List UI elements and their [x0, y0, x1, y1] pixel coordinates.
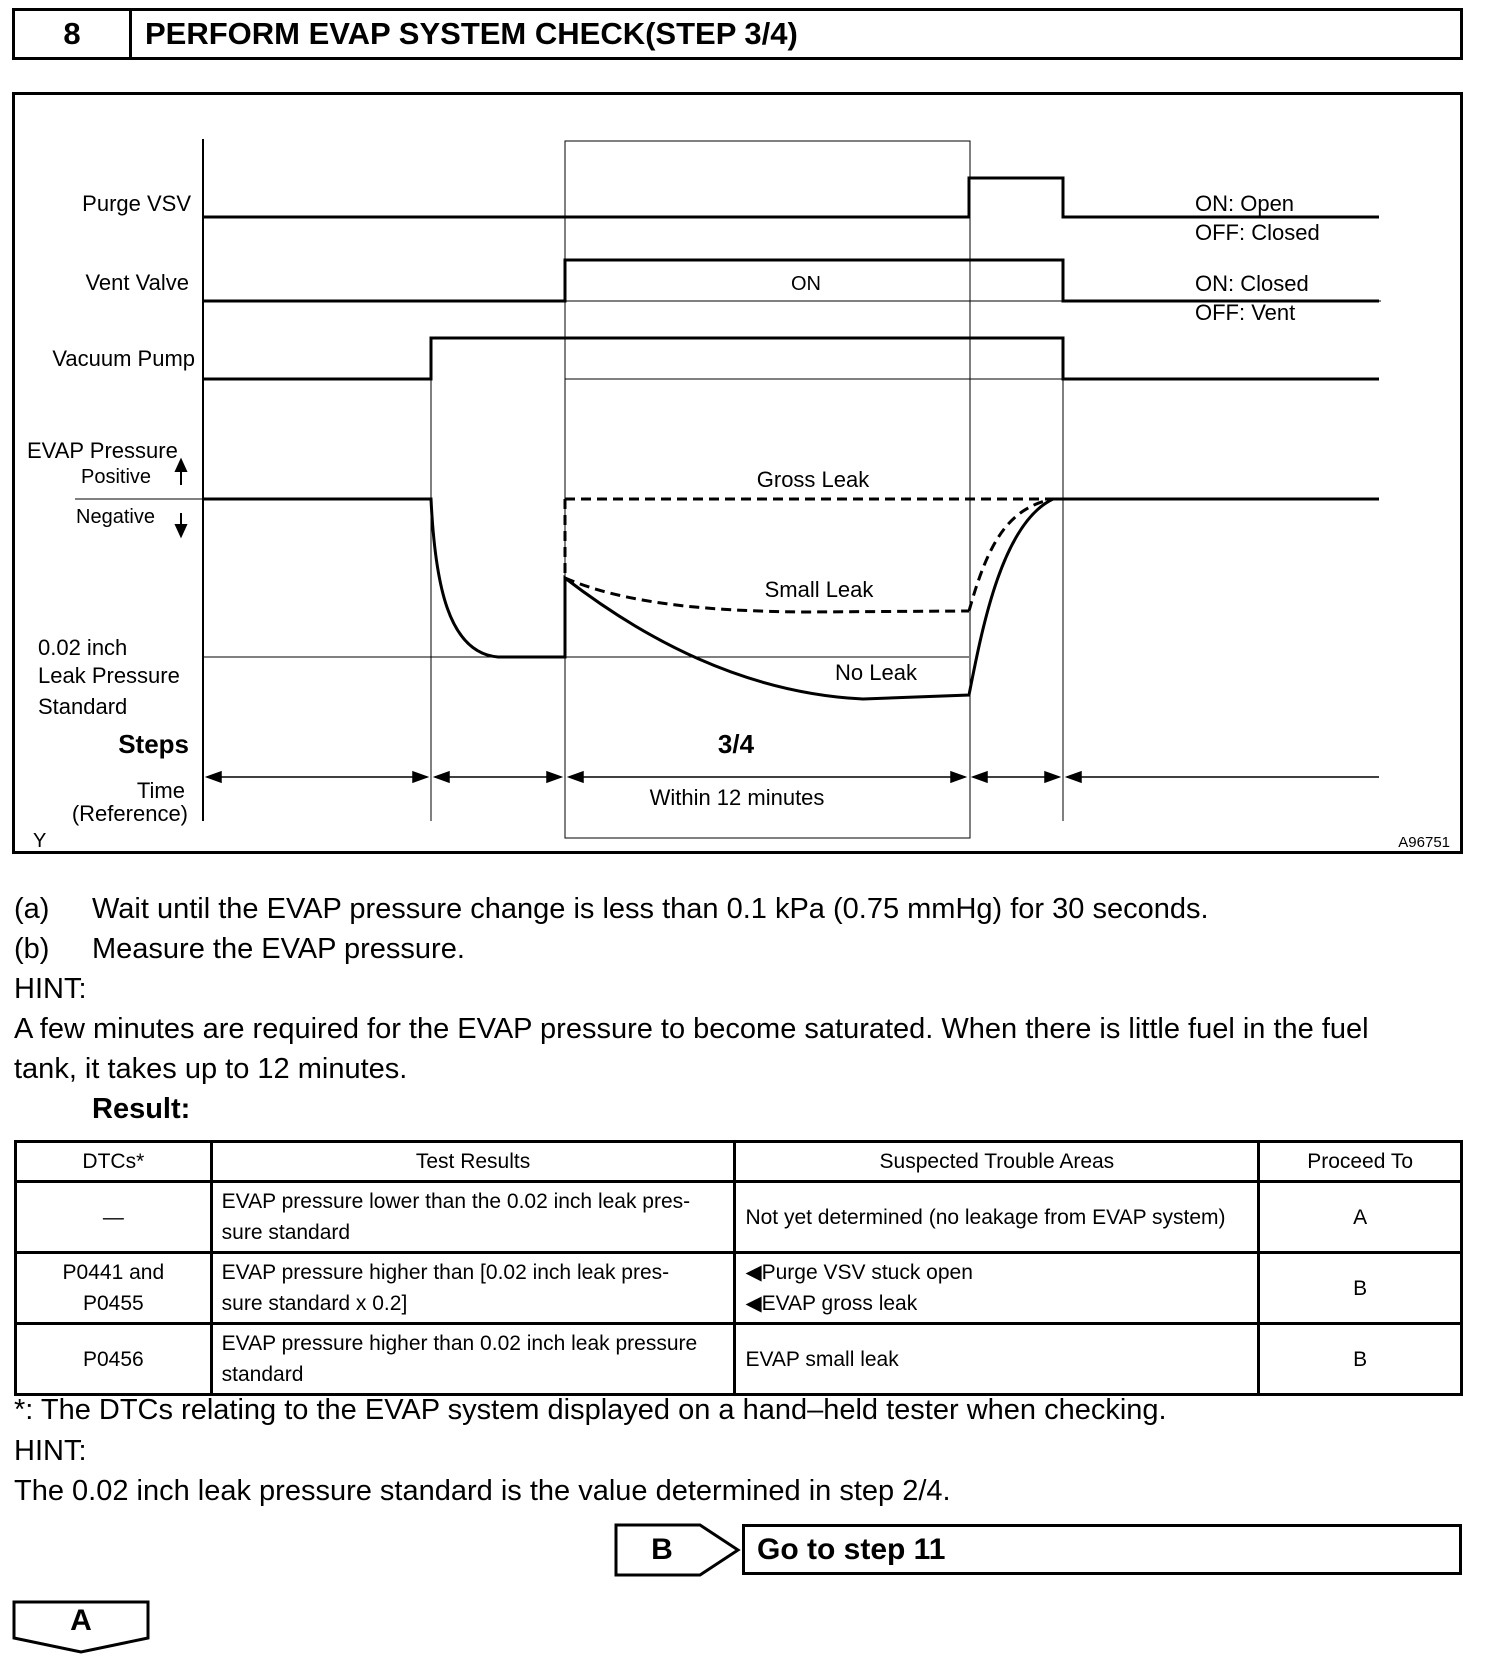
- negative-label: Negative: [76, 506, 155, 528]
- proceed-cell: A: [1257, 1180, 1463, 1254]
- step-header: 8 PERFORM EVAP SYSTEM CHECK(STEP 3/4): [12, 8, 1463, 60]
- leak-standard-label-2: Leak Pressure: [38, 663, 180, 688]
- goto-step-text: Go to step 11: [757, 1532, 946, 1566]
- step-number: 8: [15, 11, 132, 57]
- dtc-text: P0455: [82, 1292, 144, 1315]
- test-line: EVAP pressure higher than 0.02 inch leak…: [221, 1332, 698, 1355]
- duration-label: Within 12 minutes: [650, 785, 825, 810]
- vent-on-mid-label: ON: [791, 273, 821, 295]
- no-leak-curve: [203, 497, 1379, 701]
- test-result-cell: EVAP pressure higher than [0.02 inch lea…: [209, 1251, 737, 1325]
- small-leak-recovery: [967, 497, 1054, 612]
- dtc-text: P0441 and: [62, 1261, 165, 1284]
- arrow-down-icon: [12, 1600, 150, 1654]
- hint-1-label: HINT:: [14, 973, 87, 1005]
- corner-mark: Y: [33, 830, 46, 851]
- area-text: EVAP gross leak: [761, 1292, 918, 1315]
- goto-step-box[interactable]: Go to step 11: [742, 1524, 1462, 1575]
- purge-vsv-signal: [203, 176, 1379, 219]
- step-title: PERFORM EVAP SYSTEM CHECK(STEP 3/4): [145, 16, 798, 51]
- header-dtcs: DTCs*: [14, 1140, 213, 1183]
- result-label: Result:: [92, 1093, 191, 1125]
- table-row: — EVAP pressure lower than the 0.02 inch…: [14, 1180, 1463, 1254]
- step-3-4-label: 3/4: [718, 729, 755, 759]
- dtc-text: P0456: [82, 1347, 144, 1371]
- test-line: sure standard x 0.2]: [221, 1292, 408, 1315]
- vacuum-pump-label: Vacuum Pump: [52, 346, 195, 371]
- proceed-cell: B: [1257, 1251, 1463, 1325]
- instruction-a-label: (a): [14, 893, 50, 925]
- vent-valve-signal: [203, 258, 1379, 303]
- hint-1-line-1: A few minutes are required for the EVAP …: [14, 1013, 1369, 1045]
- dtc-cell: P0456: [14, 1322, 213, 1396]
- step-3-4-frame: [564, 140, 971, 839]
- instruction-b-text: Measure the EVAP pressure.: [92, 933, 465, 965]
- footnote: *: The DTCs relating to the EVAP system …: [14, 1394, 1167, 1426]
- test-line: EVAP pressure lower than the 0.02 inch l…: [221, 1190, 691, 1213]
- test-result-cell: EVAP pressure lower than the 0.02 inch l…: [209, 1180, 737, 1254]
- gross-leak-label: Gross Leak: [757, 467, 870, 492]
- area-text: EVAP small leak: [745, 1347, 899, 1371]
- trouble-area-cell: EVAP small leak: [733, 1322, 1261, 1396]
- header-test-results: Test Results: [209, 1140, 737, 1183]
- steps-label: Steps: [118, 729, 189, 759]
- option-b-arrow[interactable]: B: [614, 1522, 744, 1578]
- no-leak-label: No Leak: [835, 660, 918, 685]
- header-proceed-to: Proceed To: [1257, 1140, 1463, 1183]
- option-a-label: A: [70, 1604, 92, 1637]
- vent-valve-label: Vent Valve: [85, 270, 189, 295]
- proceed-cell: B: [1257, 1322, 1463, 1396]
- trouble-area-cell: ◀Purge VSV stuck open◀EVAP gross leak: [733, 1251, 1261, 1325]
- test-line: EVAP pressure higher than [0.02 inch lea…: [221, 1261, 670, 1284]
- dtc-text: —: [102, 1205, 124, 1229]
- timing-diagram-svg: Purge VSV Vent Valve Vacuum Pump EVAP Pr…: [27, 139, 1450, 851]
- dtc-cell: —: [14, 1180, 213, 1254]
- time-arrows: [204, 770, 1379, 784]
- negative-arrow-icon: [174, 524, 188, 539]
- hint-2-text: The 0.02 inch leak pressure standard is …: [14, 1475, 951, 1507]
- result-table: DTCs* Test Results Suspected Trouble Are…: [14, 1140, 1463, 1396]
- trouble-area-cell: Not yet determined (no leakage from EVAP…: [733, 1180, 1261, 1254]
- instruction-a-text: Wait until the EVAP pressure change is l…: [92, 893, 1209, 925]
- vent-on-state: ON: Closed: [1195, 271, 1309, 296]
- vent-off-state: OFF: Vent: [1195, 300, 1295, 325]
- instruction-a: (a) Wait until the EVAP pressure change i…: [14, 889, 1209, 929]
- figure-id: A96751: [1398, 834, 1450, 851]
- leak-standard-label-1: 0.02 inch: [38, 635, 127, 660]
- purge-on-state: ON: Open: [1195, 191, 1294, 216]
- purge-vsv-label: Purge VSV: [82, 191, 191, 216]
- table-row: P0456 EVAP pressure higher than 0.02 inc…: [14, 1322, 1463, 1396]
- positive-arrow-icon: [174, 457, 188, 472]
- arrow-right-icon: [614, 1523, 741, 1577]
- timing-diagram: Purge VSV Vent Valve Vacuum Pump EVAP Pr…: [12, 92, 1463, 854]
- header-trouble-areas: Suspected Trouble Areas: [733, 1140, 1261, 1183]
- small-leak-curve: [564, 576, 970, 614]
- positive-label: Positive: [81, 466, 151, 488]
- vacuum-pump-signal: [203, 336, 1379, 381]
- leak-standard-label-3: Standard: [38, 694, 127, 719]
- area-text: Purge VSV stuck open: [761, 1261, 973, 1284]
- hint-1-line-2: tank, it takes up to 12 minutes.: [14, 1053, 408, 1085]
- bullet-icon: ◀: [745, 1292, 762, 1315]
- instruction-b: (b) Measure the EVAP pressure.: [14, 929, 465, 969]
- test-result-cell: EVAP pressure higher than 0.02 inch leak…: [209, 1322, 737, 1396]
- instruction-b-label: (b): [14, 933, 50, 965]
- bullet-icon: ◀: [745, 1261, 762, 1284]
- test-line: standard: [221, 1363, 304, 1386]
- time-label-2: (Reference): [72, 801, 188, 826]
- option-b-label: B: [651, 1533, 673, 1566]
- test-line: sure standard: [221, 1221, 351, 1244]
- time-label-1: Time: [137, 778, 185, 803]
- purge-off-state: OFF: Closed: [1195, 220, 1320, 245]
- area-text: Not yet determined (no leakage from EVAP…: [745, 1205, 1226, 1229]
- hint-2-label: HINT:: [14, 1435, 87, 1467]
- table-header-row: DTCs* Test Results Suspected Trouble Are…: [14, 1140, 1463, 1183]
- evap-pressure-label: EVAP Pressure: [27, 438, 178, 463]
- option-a-arrow[interactable]: A: [12, 1600, 152, 1656]
- small-leak-label: Small Leak: [765, 577, 875, 602]
